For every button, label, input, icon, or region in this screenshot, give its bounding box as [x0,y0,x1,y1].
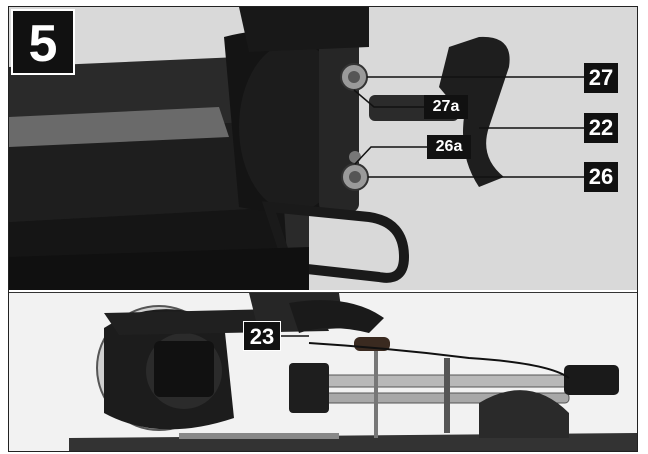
bottom-photo-illustration [9,293,637,451]
callout-23: 23 [243,321,281,351]
top-photo: 5 27 27a 22 26a 26 [9,7,637,290]
step-number-badge: 5 [11,9,75,75]
bottom-photo: 23 [9,292,637,451]
callout-26: 26 [584,162,618,192]
figure-frame: 5 27 27a 22 26a 26 [8,6,638,452]
callout-27: 27 [584,63,618,93]
callout-27a: 27a [424,95,468,119]
top-photo-illustration [9,7,637,290]
callout-22: 22 [584,113,618,143]
callout-26a: 26a [427,135,471,159]
